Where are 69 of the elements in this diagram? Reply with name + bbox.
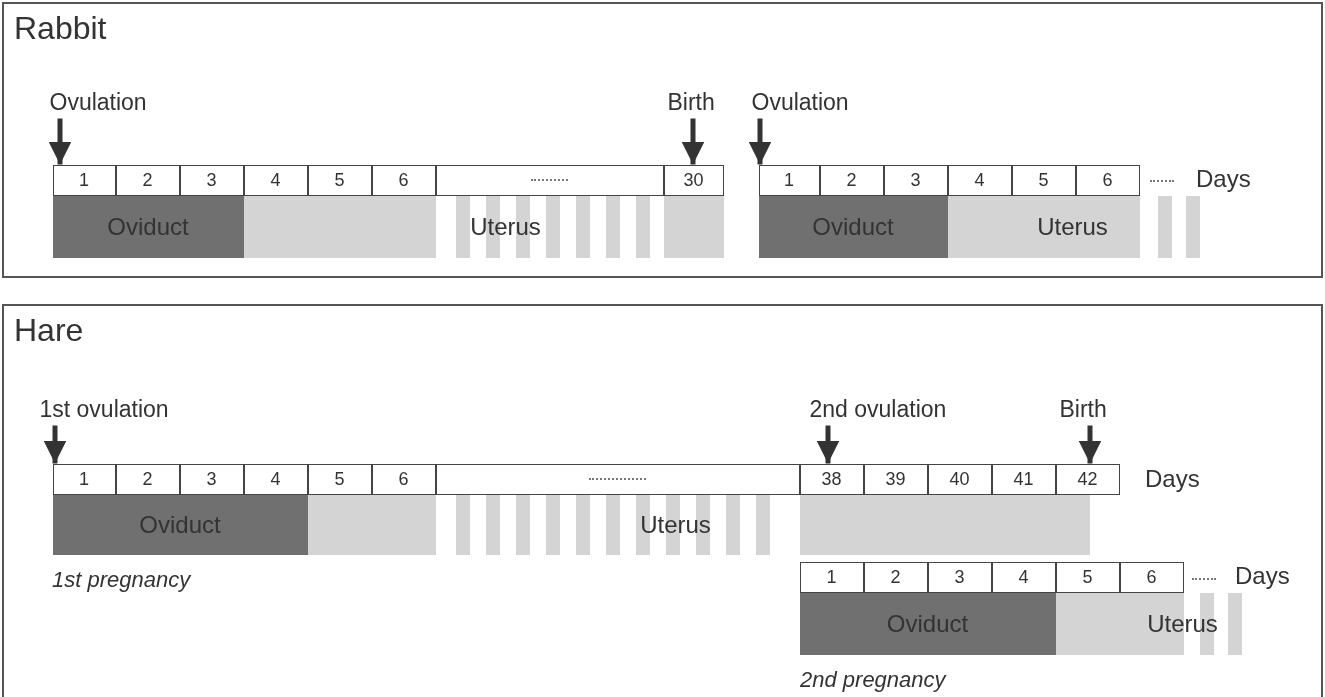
arrow <box>1078 425 1102 464</box>
day-cell: 1 <box>758 164 820 196</box>
band-label: Uterus <box>1147 609 1218 638</box>
event-label: Ovulation <box>751 87 849 116</box>
day-cell: 40 <box>927 463 992 495</box>
uterus-band <box>947 195 1202 258</box>
axis-label: Days <box>1145 465 1200 493</box>
oviduct-band <box>52 494 308 555</box>
arrow <box>48 118 72 165</box>
day-cell: 3 <box>179 164 244 196</box>
arrow <box>748 118 772 165</box>
day-cell: 2 <box>115 164 180 196</box>
day-cell: 6 <box>1075 164 1140 196</box>
day-cell: 5 <box>307 463 372 495</box>
day-cell: 41 <box>991 463 1056 495</box>
panel-title: Rabbit <box>14 10 107 46</box>
day-cell: 38 <box>799 463 864 495</box>
band-label: Oviduct <box>139 510 221 539</box>
day-cell <box>435 164 664 196</box>
arrow <box>681 118 705 165</box>
day-cell: 39 <box>863 463 928 495</box>
band-label: Oviduct <box>812 212 894 241</box>
day-cell: 4 <box>947 164 1012 196</box>
panel-title: Hare <box>14 312 84 348</box>
event-label: 2nd ovulation <box>809 394 947 423</box>
oviduct-band <box>799 592 1056 655</box>
axis-label: Days <box>1196 165 1251 193</box>
event-label: Ovulation <box>49 87 147 116</box>
uterus-band <box>307 494 1090 555</box>
band-label: Oviduct <box>107 212 189 241</box>
oviduct-band <box>758 195 948 258</box>
day-cell: 3 <box>179 463 244 495</box>
arrow <box>816 425 840 464</box>
day-cell: 6 <box>371 463 436 495</box>
day-cell: 3 <box>883 164 948 196</box>
day-cell: 4 <box>243 164 308 196</box>
day-cell: 2 <box>819 164 884 196</box>
axis-label: Days <box>1235 562 1290 590</box>
oviduct-band <box>52 195 244 258</box>
pregnancy-caption: 1st pregnancy <box>52 566 191 594</box>
day-cell: 3 <box>927 561 992 593</box>
day-cell: 30 <box>663 164 724 196</box>
day-cell <box>435 463 800 495</box>
event-label: Birth <box>667 87 715 116</box>
day-cell: 5 <box>1055 561 1120 593</box>
arrow <box>43 425 67 464</box>
day-cell: 2 <box>863 561 928 593</box>
day-cell: 1 <box>799 561 864 593</box>
day-cell: 5 <box>307 164 372 196</box>
pregnancy-caption: 2nd pregnancy <box>800 666 946 694</box>
uterus-band <box>243 195 724 258</box>
band-label: Uterus <box>1037 212 1108 241</box>
band-label: Uterus <box>640 510 711 539</box>
species-panel <box>2 2 1323 278</box>
day-cell: 4 <box>991 561 1056 593</box>
event-label: 1st ovulation <box>39 394 169 423</box>
day-cell: 5 <box>1011 164 1076 196</box>
band-label: Uterus <box>470 212 541 241</box>
band-label: Oviduct <box>886 609 969 638</box>
day-cell: 6 <box>1119 561 1184 593</box>
day-cell: 1 <box>52 463 116 495</box>
day-cell: 6 <box>371 164 436 196</box>
event-label: Birth <box>1059 394 1107 423</box>
day-cell: 4 <box>243 463 308 495</box>
uterus-band <box>1055 592 1242 655</box>
day-cell: 42 <box>1055 463 1120 495</box>
day-cell: 2 <box>115 463 180 495</box>
day-cell: 1 <box>52 164 116 196</box>
species-panel <box>2 304 1323 697</box>
